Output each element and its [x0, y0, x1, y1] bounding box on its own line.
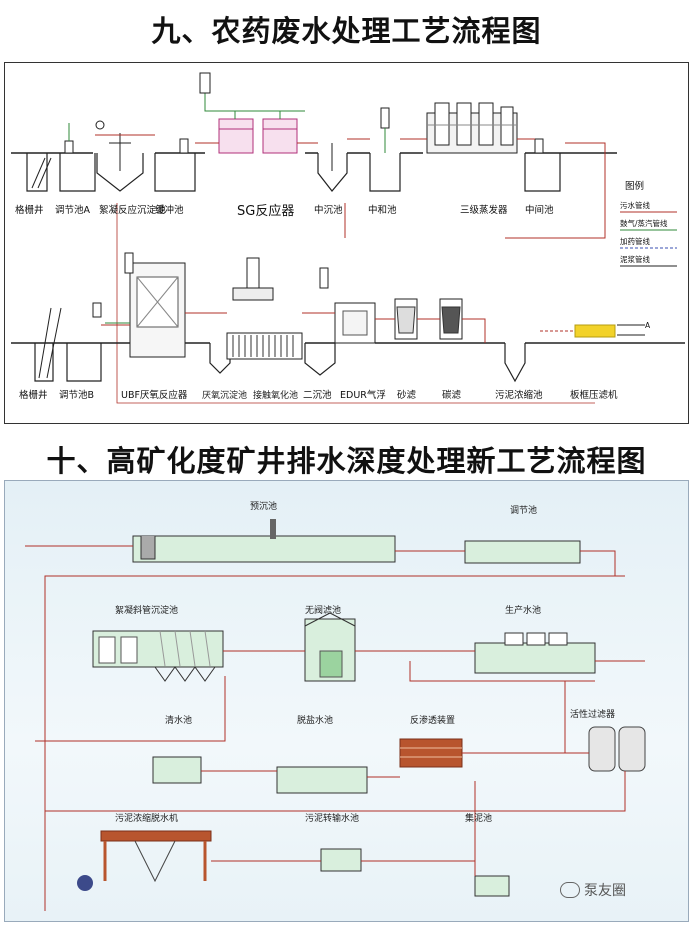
grille-well-b	[34, 307, 62, 382]
three-stage-evaporator	[426, 102, 518, 154]
title-mine-water: 十、高矿化度矿井排水深度处理新工艺流程图	[46, 444, 647, 478]
svg-text:A: A	[645, 321, 651, 330]
label-sludge-transfer: 污泥转输水池	[305, 812, 359, 824]
label-ro: 反渗透装置	[410, 714, 455, 726]
secondary-settling-tank	[304, 267, 336, 376]
mine-water-flow-diagram: 预沉池 调节池 絮凝斜管沉淀池 无阀滤池 生产水池 清水池 脱盐水池 反渗透装置…	[4, 480, 689, 922]
label-grille-well-a: 格栅井	[15, 204, 44, 216]
sand-filter	[394, 298, 418, 340]
wechat-icon	[560, 882, 580, 898]
label-sludge-thickener: 污泥浓缩池	[495, 389, 543, 401]
label-pre-settling: 预沉池	[250, 500, 277, 512]
label-sg-reactor: SG反应器	[237, 203, 294, 219]
label-floc-tube: 絮凝斜管沉淀池	[115, 604, 178, 616]
label-activated-filter: 活性过滤器	[570, 708, 615, 720]
label-evaporator: 三级蒸发器	[460, 204, 508, 216]
contact-oxidation-tank	[209, 257, 303, 374]
legend-sewage: 污水管线	[620, 200, 650, 210]
title-pesticide-wastewater: 九、农药废水处理工艺流程图	[151, 14, 542, 48]
sludge-thickener	[504, 343, 526, 383]
label-ubf-reactor: UBF厌氧反应器	[121, 389, 188, 401]
ubf-reactor	[105, 252, 186, 358]
pesticide-flow-svg: 格栅井 调节池A 絮凝反应沉淀池 缓冲池 SG反应器 中沉池 中和池 三级蒸发器…	[11, 72, 685, 404]
sludge-dewatering-machine	[77, 830, 212, 891]
legend-dosing: 加药管线	[620, 236, 650, 246]
label-contact-oxidation: 接触氧化池	[253, 389, 298, 401]
watermark: 泵友圈	[560, 880, 626, 900]
floc-settling-tank	[96, 133, 144, 192]
label-clear-water: 清水池	[165, 714, 192, 726]
label-dewatering: 污泥浓缩脱水机	[115, 812, 178, 824]
plate-filter-press: A	[540, 321, 651, 338]
legend-steam: 鼓气/蒸汽管线	[620, 218, 668, 228]
label-sludge-collection: 集泥池	[465, 812, 492, 824]
sg-reactor	[199, 72, 305, 154]
pre-settling-tank	[132, 519, 396, 563]
label-adjusting: 调节池	[510, 504, 537, 516]
label-adjust-tank-b: 调节池B	[59, 389, 94, 401]
grille-well-a	[26, 153, 52, 192]
legend: 图例 污水管线 鼓气/蒸汽管线 加药管线 泥浆管线	[620, 180, 677, 267]
label-desalted: 脱盐水池	[297, 714, 333, 726]
label-valveless: 无阀滤池	[305, 604, 341, 616]
label-sand-filter: 砂滤	[397, 389, 417, 401]
carbon-filter	[439, 298, 463, 340]
production-water-pool	[474, 632, 596, 674]
pesticide-flow-diagram: 格栅井 调节池A 絮凝反应沉淀池 缓冲池 SG反应器 中沉池 中和池 三级蒸发器…	[4, 62, 689, 424]
adjusting-tank	[464, 540, 581, 564]
adjust-tank-a	[59, 120, 105, 192]
label-edur: EDUR气浮	[340, 389, 386, 401]
legend-title: 图例	[625, 180, 644, 192]
watermark-text: 泵友圈	[584, 883, 626, 899]
ro-device	[399, 738, 463, 768]
label-adjust-tank-a: 调节池A	[55, 204, 91, 216]
label-filter-press: 板框压滤机	[570, 389, 618, 401]
floc-tube-settling-tank	[92, 630, 224, 682]
label-neutralization: 中和池	[368, 204, 397, 216]
label-carbon-filter: 碳滤	[442, 389, 462, 401]
label-middle-settling: 中沉池	[314, 204, 343, 216]
label-grille-well-b: 格栅井	[19, 389, 48, 401]
edur-flotation	[334, 302, 376, 344]
activated-filter	[588, 726, 646, 772]
intermediate-pool	[524, 138, 561, 192]
label-buffer: 缓冲池	[155, 204, 184, 216]
legend-sludge: 泥浆管线	[620, 254, 650, 264]
clear-water-tank	[152, 756, 202, 784]
label-intermediate: 中间池	[525, 204, 554, 216]
sludge-transfer-tank	[320, 848, 362, 872]
adjust-tank-b	[66, 302, 102, 382]
buffer-tank	[154, 138, 196, 192]
valveless-filter	[304, 612, 356, 682]
label-anaerobic-settling: 厌氧沉淀池	[202, 389, 247, 401]
neutralization-tank	[369, 107, 401, 192]
label-secondary-settling: 二沉池	[303, 389, 332, 401]
sludge-collection-tank	[474, 875, 510, 897]
desalted-water-tank	[276, 766, 368, 794]
mine-water-flow-svg: 预沉池 调节池 絮凝斜管沉淀池 无阀滤池 生产水池 清水池 脱盐水池 反渗透装置…	[25, 500, 646, 911]
label-floc-settling: 絮凝反应沉淀池	[99, 204, 166, 216]
middle-settling-tank	[317, 143, 348, 192]
label-production: 生产水池	[505, 604, 541, 616]
